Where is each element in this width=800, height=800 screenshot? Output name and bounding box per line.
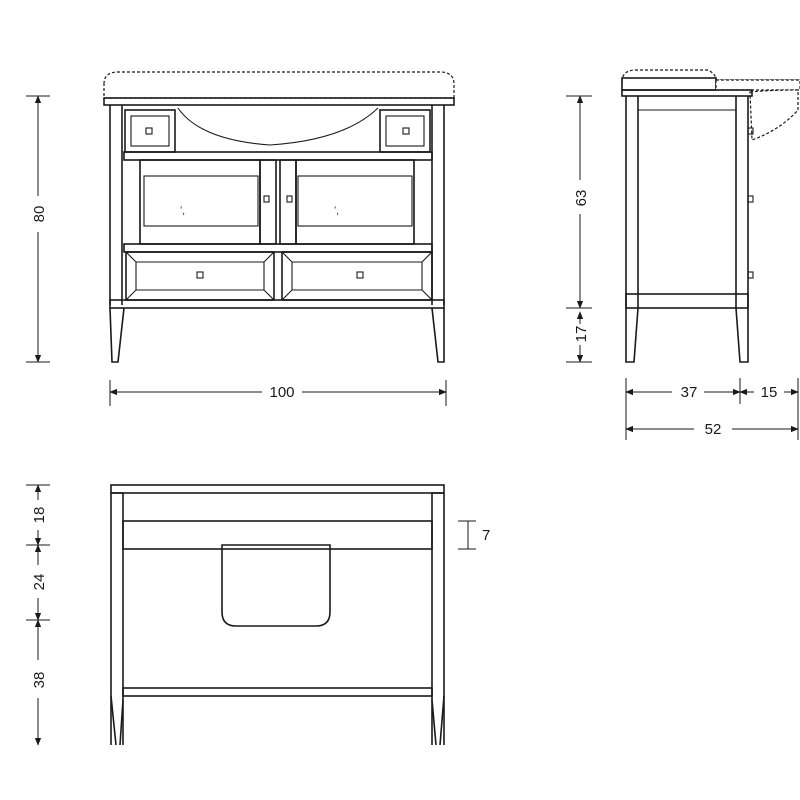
back-rail-dimension: 7 (458, 520, 490, 550)
side-leg-front (625, 307, 639, 363)
back-height-dimensions: 18 24 38 (26, 484, 50, 746)
front-width-dimension: 100 (109, 380, 447, 406)
back-bottom-rail (122, 687, 433, 697)
dim-side-total: 52 (705, 421, 722, 438)
knob-icon (747, 195, 754, 203)
knob-icon (356, 271, 364, 279)
side-basin-bowl (749, 89, 799, 141)
svg-text:ʼ,: ʼ, (334, 206, 339, 217)
knob-icon (145, 127, 153, 135)
knob-icon (747, 271, 754, 279)
knob-icon (402, 127, 410, 135)
front-door-right (295, 159, 415, 245)
dim-side-basin: 15 (761, 384, 778, 401)
back-top-rail (110, 484, 445, 494)
front-drawer-left (125, 251, 275, 301)
dim-back-rail: 7 (482, 527, 490, 544)
front-leg-right (431, 307, 445, 363)
dim-side-body: 37 (681, 384, 698, 401)
front-height-dimension: 80 (26, 95, 50, 363)
dim-back-middle: 24 (31, 574, 48, 591)
front-view: ʼ, ʼ, (103, 71, 455, 363)
dim-side-leg: 17 (573, 326, 590, 343)
front-countertop (103, 71, 455, 99)
knob-icon (196, 271, 204, 279)
front-door-left (139, 159, 261, 245)
side-depth-dimensions: 37 15 52 (625, 378, 799, 440)
front-leg-left (109, 307, 125, 363)
side-leg-back (735, 307, 749, 363)
side-view (621, 69, 800, 363)
side-height-dimensions: 63 17 (566, 95, 592, 363)
front-countertop-band (103, 97, 455, 106)
svg-text:ʼ,: ʼ, (180, 206, 185, 217)
front-basin (177, 107, 379, 146)
dim-front-width: 100 (269, 384, 294, 401)
dim-front-height: 80 (31, 206, 48, 223)
back-cross-rail (122, 520, 433, 550)
knob-icon (747, 127, 754, 135)
knob-icon (286, 195, 293, 203)
dim-back-top: 18 (31, 507, 48, 524)
back-view (110, 484, 445, 746)
knob-icon (263, 195, 270, 203)
dim-back-bottom: 38 (31, 672, 48, 689)
back-cutout (221, 544, 331, 627)
dim-side-upper: 63 (573, 190, 590, 207)
